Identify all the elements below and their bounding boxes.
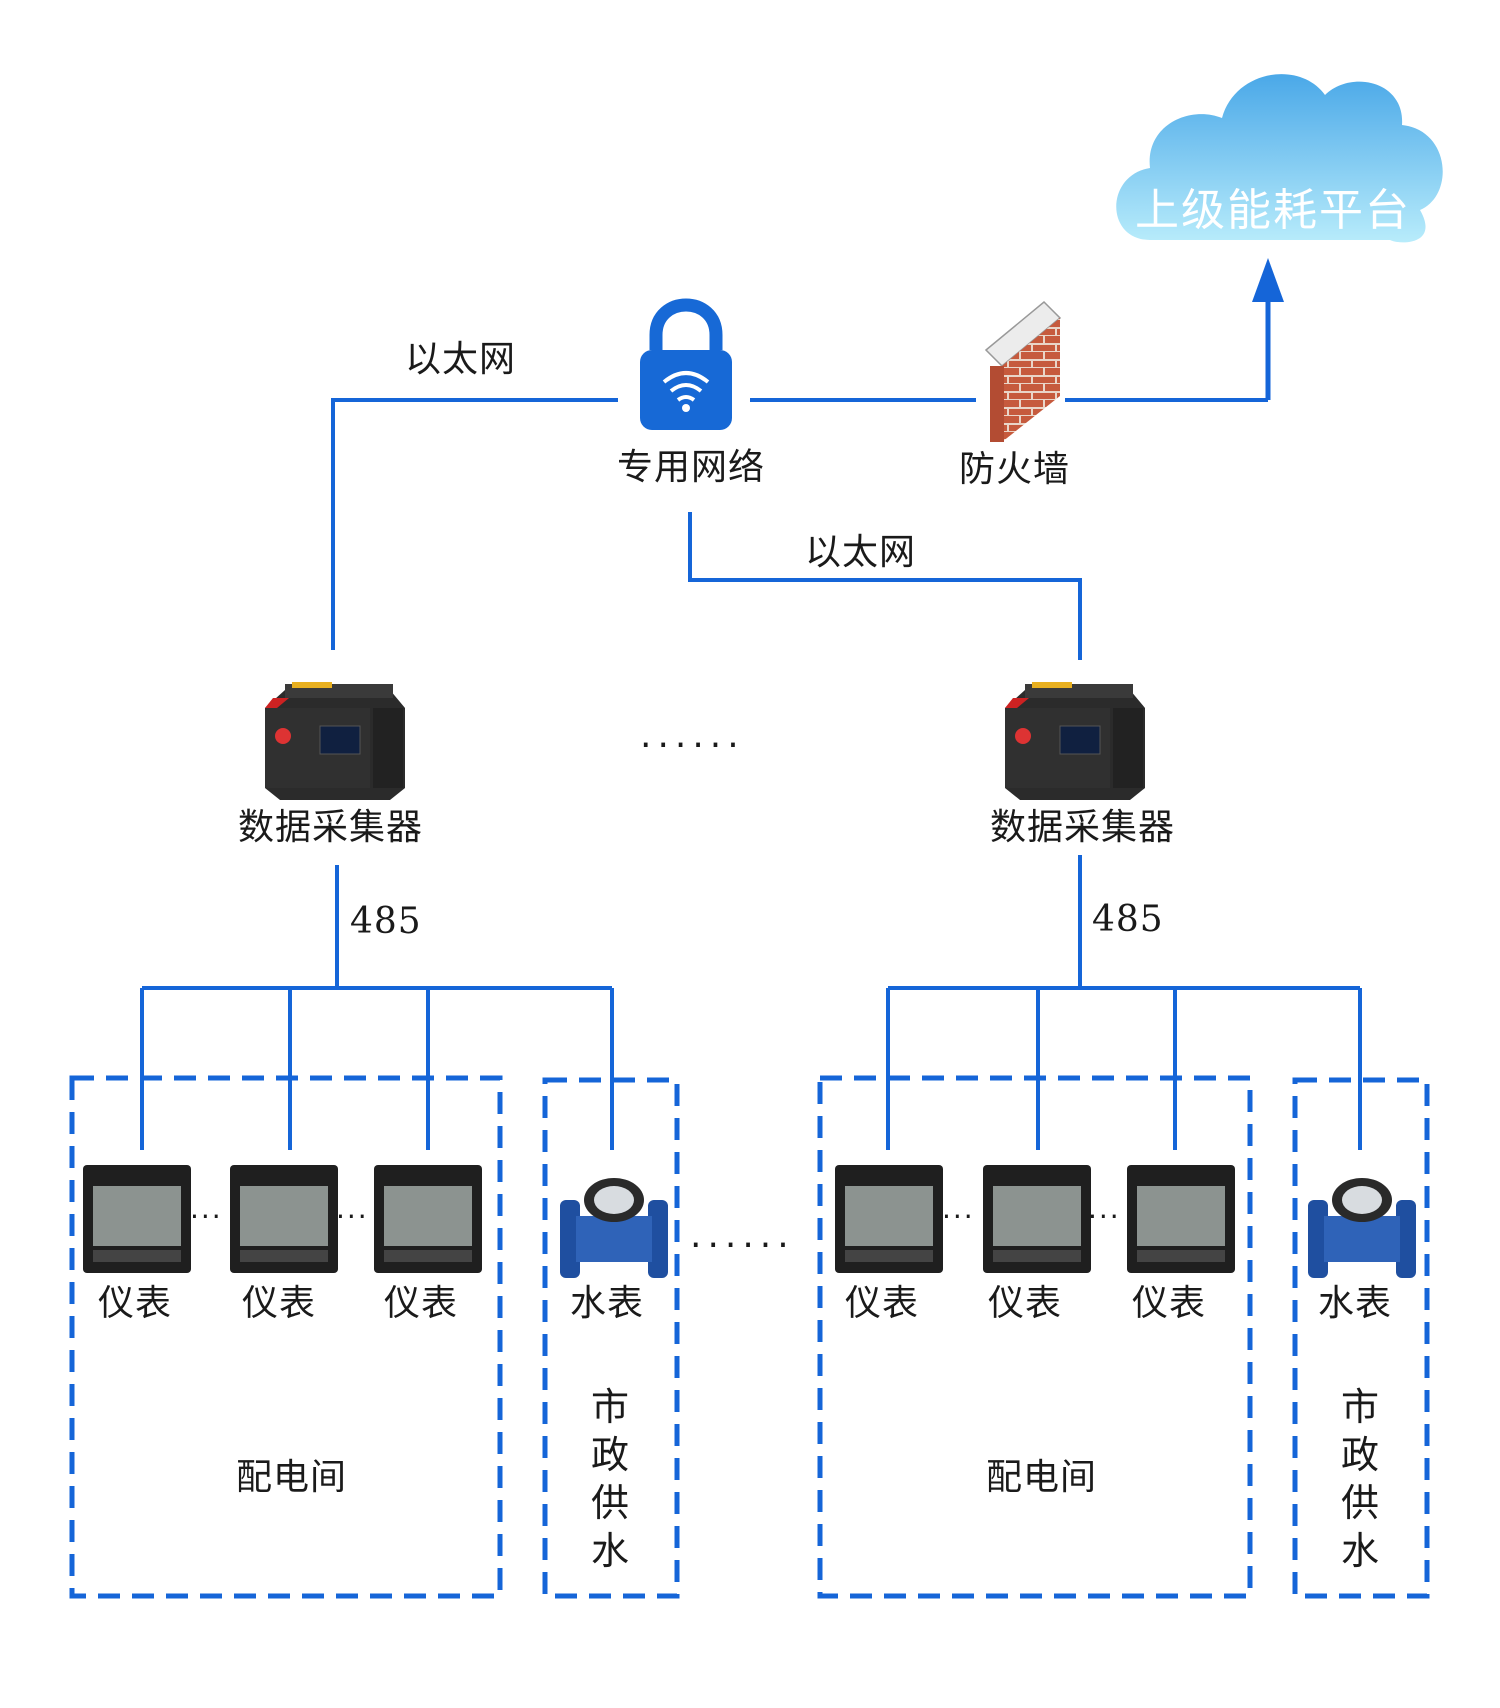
firewall-icon bbox=[984, 300, 1062, 442]
cloud-label: 上级能耗平台 bbox=[1135, 185, 1411, 236]
private-network-label: 专用网络 bbox=[617, 447, 766, 488]
meter-label: 仪表 bbox=[384, 1283, 459, 1324]
room-label: 配电间 bbox=[236, 1457, 348, 1498]
meter-ellipsis: ··· bbox=[190, 1200, 223, 1233]
meter-icon bbox=[835, 1165, 943, 1273]
ethernet-label: 以太网 bbox=[805, 532, 917, 573]
ellipsis: ...... bbox=[690, 1215, 795, 1256]
supply-label: 市政供水 bbox=[1340, 1385, 1379, 1573]
group-boxes bbox=[69, 1075, 1430, 1599]
supply-label: 市政供水 bbox=[590, 1385, 629, 1573]
collector-device-icon bbox=[1005, 682, 1145, 800]
meter-icon bbox=[83, 1165, 191, 1273]
network-lines bbox=[140, 398, 1362, 1150]
meter-label: 仪表 bbox=[242, 1283, 317, 1324]
cloud-icon bbox=[1116, 74, 1443, 243]
meter-label: 仪表 bbox=[988, 1283, 1063, 1324]
supply-box bbox=[542, 1077, 680, 1599]
meter-label: 仪表 bbox=[98, 1283, 173, 1324]
meter-icon bbox=[374, 1165, 482, 1273]
room-box bbox=[69, 1075, 503, 1599]
arrow-head-icon bbox=[1252, 258, 1284, 302]
lock-icon bbox=[640, 298, 732, 430]
ethernet-label: 以太网 bbox=[405, 339, 517, 380]
collector-device-icon bbox=[265, 682, 405, 800]
collector-label: 数据采集器 bbox=[238, 807, 424, 848]
bus-label: 485 bbox=[350, 901, 422, 942]
water-meter-icon bbox=[1308, 1178, 1416, 1278]
supply-box bbox=[1292, 1077, 1430, 1599]
meter-icon bbox=[1127, 1165, 1235, 1273]
meter-ellipsis: ··· bbox=[1088, 1200, 1121, 1233]
meter-label: 仪表 bbox=[845, 1283, 920, 1324]
water-meter-label: 水表 bbox=[570, 1283, 645, 1324]
ellipsis: ...... bbox=[640, 715, 745, 756]
water-meter-icon bbox=[560, 1178, 668, 1278]
firewall-label: 防火墙 bbox=[959, 449, 1071, 490]
meter-label: 仪表 bbox=[1132, 1283, 1207, 1324]
meter-ellipsis: ··· bbox=[942, 1200, 975, 1233]
room-box bbox=[817, 1075, 1253, 1599]
bus-label: 485 bbox=[1092, 899, 1164, 940]
collector-label: 数据采集器 bbox=[990, 807, 1176, 848]
meter-icon bbox=[983, 1165, 1091, 1273]
room-label: 配电间 bbox=[986, 1457, 1098, 1498]
meter-icon bbox=[230, 1165, 338, 1273]
meter-ellipsis: ··· bbox=[336, 1200, 369, 1233]
water-meter-label: 水表 bbox=[1318, 1283, 1393, 1324]
